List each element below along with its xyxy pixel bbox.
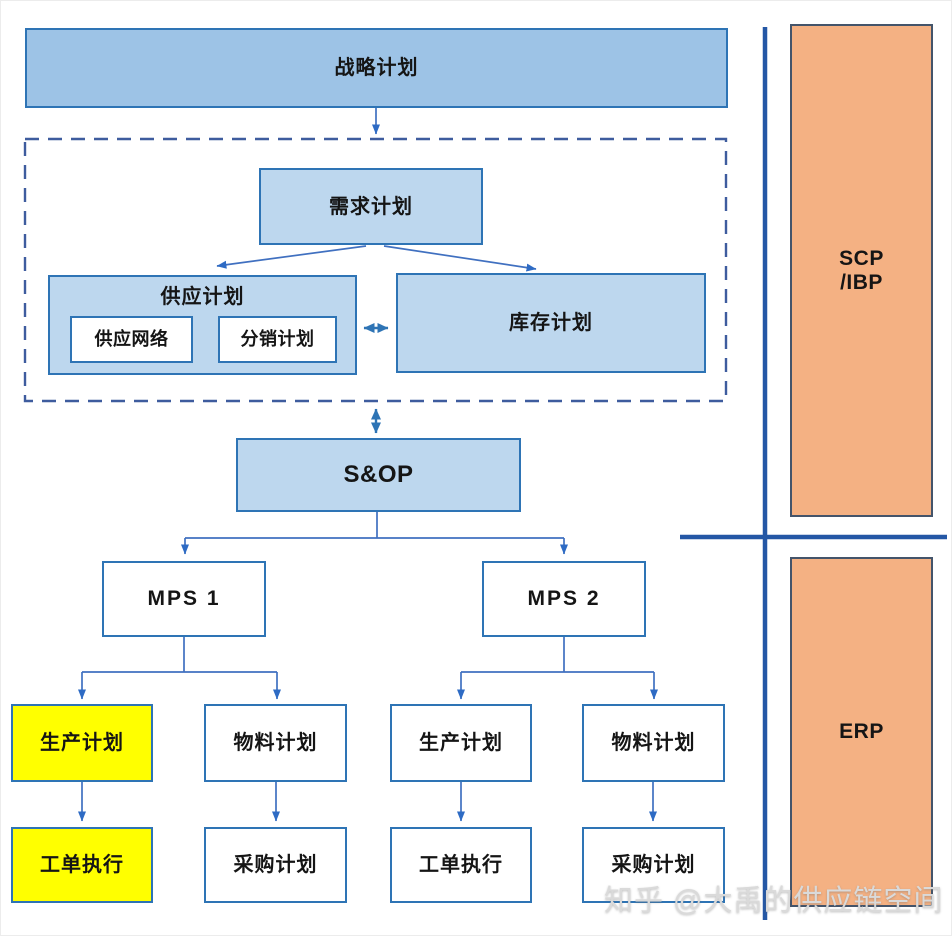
node-mps1: MPS 1 <box>102 561 266 637</box>
arrow-demand-to-supply <box>216 245 367 269</box>
scp-label-line2: /IBP <box>840 270 883 294</box>
node-distribution-plan: 分销计划 <box>218 316 337 363</box>
mps2-branch-line <box>461 637 654 673</box>
node-inventory-plan: 库存计划 <box>396 273 706 373</box>
zhihu-watermark: 知乎 @大禹的供应链空间 <box>604 885 944 917</box>
node-work-order-right: 工单执行 <box>390 827 532 903</box>
node-sop: S&OP <box>236 438 521 512</box>
node-production-plan-right: 生产计划 <box>390 704 532 782</box>
node-purchase-plan-right: 采购计划 <box>582 827 725 903</box>
dashed-group-border <box>23 137 728 403</box>
node-purchase-plan-left: 采购计划 <box>204 827 347 903</box>
scp-label-line1: SCP <box>839 247 884 271</box>
band-erp: ERP <box>790 557 933 907</box>
node-strategic-plan: 战略计划 <box>25 28 728 108</box>
node-material-plan-right: 物料计划 <box>582 704 725 782</box>
node-mps2: MPS 2 <box>482 561 646 637</box>
sop-branch-line <box>185 512 564 539</box>
erp-label: ERP <box>839 720 884 744</box>
node-production-plan-left: 生产计划 <box>11 704 153 782</box>
bidirectional-arrows <box>363 323 389 434</box>
band-scp-ibp: SCP /IBP <box>790 24 933 517</box>
node-demand-plan: 需求计划 <box>259 168 483 245</box>
node-supply-network: 供应网络 <box>70 316 193 363</box>
divider-lines <box>680 27 947 920</box>
node-material-plan-left: 物料计划 <box>204 704 347 782</box>
arrow-demand-to-inventory <box>383 245 537 272</box>
flow-arrows <box>78 108 658 822</box>
node-work-order-left: 工单执行 <box>11 827 153 903</box>
mps1-branch-line <box>82 637 277 673</box>
